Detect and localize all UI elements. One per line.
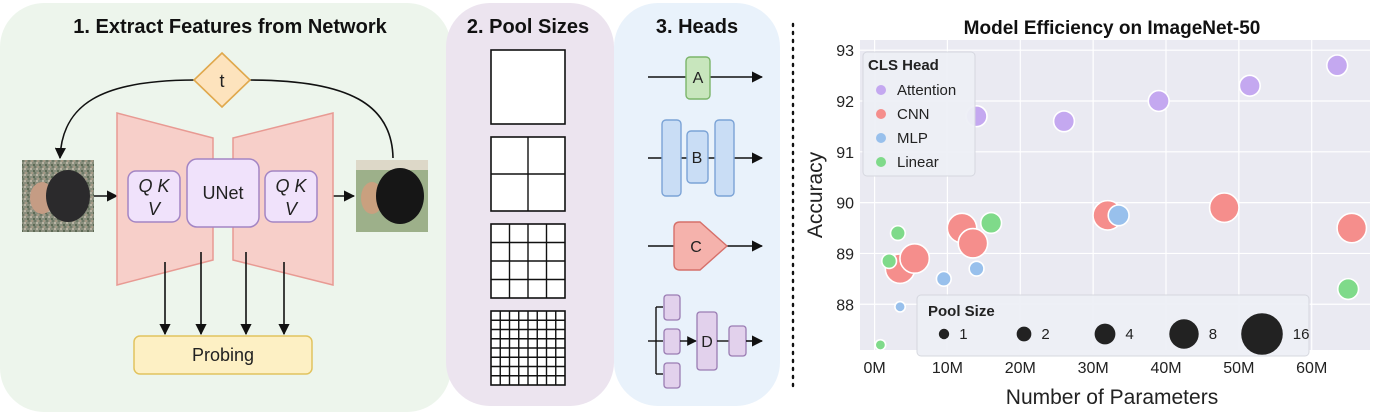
qkv-box-right — [264, 170, 318, 223]
legend-label-linear: Linear — [897, 154, 939, 171]
qkv-box-left — [127, 170, 181, 223]
probing-box — [133, 335, 313, 375]
data-point-linear — [889, 224, 907, 242]
x-tick-label: 50M — [1223, 360, 1254, 377]
size-legend-label: 16 — [1293, 326, 1310, 343]
head-b-label: B — [692, 150, 703, 167]
data-point-linear — [1336, 277, 1360, 301]
probing-label: Probing — [192, 345, 254, 365]
feedback-arrow-right — [249, 79, 394, 159]
unet-box — [186, 158, 260, 228]
size-legend-label: 1 — [959, 326, 967, 343]
legend-pool-size: Pool Size 1 2 4 8 16 — [916, 294, 1310, 357]
legend-title: CLS Head — [868, 57, 939, 74]
legend-marker-attention — [876, 85, 886, 95]
size-legend-label: 4 — [1125, 326, 1133, 343]
data-point-cnn — [957, 227, 989, 259]
y-tick-label: 92 — [836, 94, 854, 111]
size-legend-marker — [938, 328, 950, 340]
data-point-mlp — [1107, 204, 1130, 227]
y-tick-label: 88 — [836, 297, 854, 314]
qkv-right-line1: Q K — [275, 176, 307, 196]
unet-diagram: t Q K V UNet Q K V — [22, 51, 428, 375]
panel3-title: 3. Heads — [655, 16, 739, 38]
data-point-attention — [1052, 110, 1076, 133]
head-c-label: C — [690, 239, 702, 256]
y-tick-label: 90 — [836, 196, 854, 213]
legend-marker-linear — [876, 157, 886, 167]
x-axis-label: Number of Parameters — [1006, 386, 1218, 409]
x-tick-label: 10M — [932, 360, 963, 377]
legend-marker-mlp — [876, 133, 886, 143]
x-tick-label: 20M — [1005, 360, 1036, 377]
pool-grid-1x1 — [490, 49, 566, 125]
y-tick-label: 91 — [836, 145, 854, 162]
head-b: B — [648, 119, 764, 197]
head-c: C — [648, 221, 764, 271]
heads-diagram: A B C D — [648, 56, 764, 389]
chart-title: Model Efficiency on ImageNet-50 — [964, 18, 1261, 39]
y-tick-label: 89 — [836, 246, 854, 263]
qkv-left-line1: Q K — [138, 176, 170, 196]
timestep-diamond — [192, 51, 252, 109]
pool-grid-8x8 — [490, 310, 566, 386]
data-point-attention — [1147, 89, 1170, 113]
legend-label-mlp: MLP — [897, 130, 928, 147]
input-image — [22, 160, 94, 232]
legend-frame — [916, 294, 1310, 357]
size-legend-marker — [1094, 323, 1116, 345]
data-point-mlp — [935, 270, 952, 288]
legend-label-cnn: CNN — [897, 106, 930, 123]
legend-frame — [862, 51, 976, 177]
output-image — [356, 160, 428, 232]
size-legend-label: 8 — [1209, 326, 1217, 343]
x-tick-label: 30M — [1078, 360, 1109, 377]
data-point-mlp — [968, 260, 985, 277]
efficiency-chart: 0M 10M 20M 30M 40M 50M 60M 88 89 90 91 92 93 Model Ef… — [804, 18, 1370, 409]
timestep-label: t — [219, 71, 224, 91]
y-tick-label: 93 — [836, 43, 854, 60]
panel1-title: 1. Extract Features from Network — [73, 16, 387, 38]
x-tick-label: 40M — [1150, 360, 1181, 377]
data-point-cnn — [1208, 192, 1240, 224]
data-point-cnn — [1336, 212, 1368, 244]
pool-grids — [490, 49, 566, 386]
legend-marker-cnn — [876, 109, 886, 119]
unet-label: UNet — [202, 183, 243, 203]
head-a: A — [648, 56, 764, 100]
head-d: D — [648, 294, 764, 389]
x-tick-label: 60M — [1296, 360, 1327, 377]
data-point-attention — [1238, 74, 1261, 97]
x-tick-label: 0M — [863, 360, 885, 377]
size-legend-marker — [1169, 319, 1199, 349]
size-legend-marker — [1241, 313, 1283, 355]
legend-title: Pool Size — [928, 303, 995, 320]
head-d-label: D — [701, 334, 713, 351]
legend-label-attention: Attention — [897, 82, 956, 99]
data-point-attention — [1326, 54, 1349, 77]
data-point-cnn — [899, 243, 931, 275]
data-point-linear — [874, 338, 887, 351]
size-legend-marker — [1016, 326, 1032, 342]
pool-grid-4x4 — [490, 223, 566, 299]
data-point-mlp — [894, 300, 907, 313]
size-legend-label: 2 — [1041, 326, 1049, 343]
pool-grid-2x2 — [490, 136, 566, 212]
data-point-linear — [880, 252, 898, 270]
qkv-right-line2: V — [285, 199, 299, 219]
pool-grid-frame — [490, 49, 566, 125]
head-a-label: A — [693, 70, 704, 87]
y-axis-label: Accuracy — [804, 151, 827, 238]
data-point-linear — [979, 211, 1003, 235]
panel2-title: 2. Pool Sizes — [466, 16, 590, 38]
feedback-arrow-left — [54, 79, 196, 160]
qkv-left-line2: V — [148, 199, 162, 219]
